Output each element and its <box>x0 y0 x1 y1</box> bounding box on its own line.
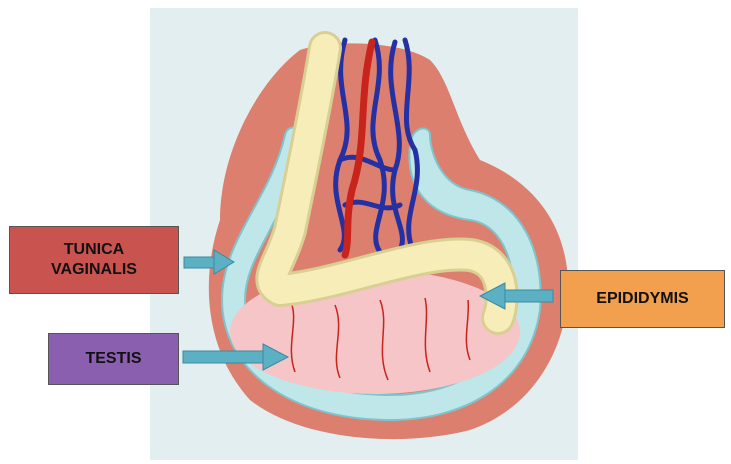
testis-label: TESTIS <box>48 333 179 385</box>
tunica-vaginalis-text: TUNICA VAGINALIS <box>51 240 137 280</box>
epididymis-text: EPIDIDYMIS <box>596 289 688 309</box>
testis-text: TESTIS <box>85 349 141 369</box>
epididymis-label: EPIDIDYMIS <box>560 270 725 328</box>
tunica-vaginalis-label: TUNICA VAGINALIS <box>9 226 179 294</box>
